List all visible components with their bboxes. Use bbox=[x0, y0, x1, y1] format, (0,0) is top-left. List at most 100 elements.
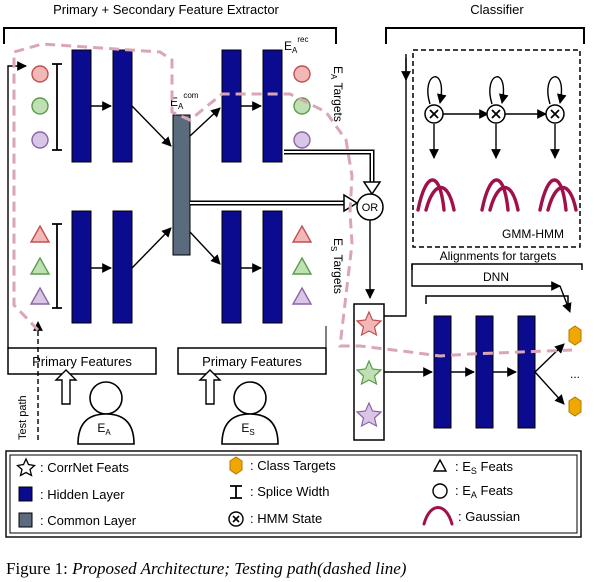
splice-bracket bbox=[52, 223, 62, 309]
primary-features-label-1: Primary Features bbox=[32, 354, 132, 369]
star-corrnet-icon bbox=[16, 457, 36, 477]
alignments-target-arrow bbox=[559, 285, 572, 313]
hidden-layer bbox=[71, 210, 92, 324]
star-corrnet-icon bbox=[355, 310, 383, 337]
legend-corrnet: : CorrNet Feats bbox=[40, 460, 129, 475]
circle-feature-icon bbox=[31, 65, 49, 83]
gaussian-curve-icon bbox=[480, 178, 510, 212]
triangle-feature-icon bbox=[29, 224, 51, 243]
hidden-layer bbox=[71, 49, 92, 163]
hexagon-class-icon bbox=[229, 456, 243, 475]
primary-features-label-2: Primary Features bbox=[202, 354, 302, 369]
triangle-feature-icon bbox=[291, 224, 313, 243]
legend-class-targets: : Class Targets bbox=[250, 458, 336, 473]
hidden-layer bbox=[475, 315, 494, 429]
hidden-layer bbox=[221, 49, 242, 163]
circle-feature-icon bbox=[293, 131, 311, 149]
common-layer bbox=[172, 114, 191, 256]
circle-feature-icon bbox=[432, 483, 448, 499]
gaussian-curve-icon bbox=[416, 178, 446, 212]
legend-splice: : Splice Width bbox=[250, 484, 329, 499]
person-icon bbox=[77, 381, 135, 445]
primary-features-box-2 bbox=[177, 347, 327, 375]
gaussian-curve-icon bbox=[424, 186, 456, 212]
legend-hidden: : Hidden Layer bbox=[40, 487, 125, 502]
legend-hidden-swatch bbox=[18, 486, 33, 502]
primary-features-box-1 bbox=[7, 347, 157, 375]
hexagon-class-icon bbox=[568, 325, 582, 346]
ea-input-group bbox=[31, 63, 62, 151]
dnn-brace bbox=[425, 295, 569, 304]
hmm-state-icon bbox=[545, 104, 565, 124]
triangle-feature-icon bbox=[29, 256, 51, 275]
triangle-feature-icon bbox=[29, 286, 51, 305]
person-icon bbox=[221, 381, 279, 445]
circle-feature-icon bbox=[293, 65, 311, 83]
legend-es-feats: : ES Feats bbox=[455, 459, 514, 476]
extractor-header: Primary + Secondary Feature Extractor bbox=[53, 2, 279, 17]
legend-gaussian: : Gaussian bbox=[458, 509, 520, 524]
gaussian-curve-icon bbox=[538, 178, 568, 212]
hidden-layer bbox=[221, 210, 242, 324]
es-input-group bbox=[29, 223, 62, 309]
up-arrow-icon bbox=[198, 369, 222, 405]
alignments-label: Alignments for targets bbox=[440, 249, 557, 263]
circle-feature-icon bbox=[31, 97, 49, 115]
hidden-layer bbox=[262, 49, 283, 163]
targets-ellipsis: ... bbox=[570, 367, 580, 381]
dnn-label: DNN bbox=[483, 270, 509, 284]
ea-com-label: EAcom bbox=[170, 91, 199, 111]
gmm-hmm-label: GMM-HMM bbox=[502, 227, 564, 241]
triangle-feature-icon bbox=[291, 286, 313, 305]
gaussian-curve-icon bbox=[546, 186, 578, 212]
circle-feature-icon bbox=[31, 131, 49, 149]
gmm-hmm-box bbox=[412, 49, 581, 248]
ea-targets-label: EA Targets bbox=[329, 66, 345, 122]
double-arrow-top bbox=[284, 149, 382, 196]
legend-common: : Common Layer bbox=[40, 513, 137, 528]
hidden-layer bbox=[112, 210, 133, 324]
or-label: OR bbox=[362, 202, 379, 214]
test-path-label: Test path bbox=[17, 395, 29, 440]
es-targets-label: ES Targets bbox=[329, 238, 345, 294]
gaussian-curve-icon bbox=[488, 186, 520, 212]
testing-path-dashed bbox=[12, 42, 573, 358]
hidden-layer bbox=[433, 315, 452, 429]
hmm-state-icon bbox=[228, 511, 244, 527]
hmm-state-icon bbox=[486, 104, 506, 124]
star-corrnet-icon bbox=[355, 401, 383, 428]
legend-hmm-state: : HMM State bbox=[250, 511, 322, 526]
hmm-state-icon bbox=[424, 104, 444, 124]
splice-icon bbox=[230, 485, 242, 499]
up-arrow-icon bbox=[54, 369, 78, 405]
dnn-arrows bbox=[384, 343, 565, 405]
speaker-s-label: ES bbox=[241, 421, 254, 437]
gaussian-mixtures bbox=[416, 178, 578, 212]
ea-rec-label: EArec bbox=[284, 35, 308, 55]
hidden-layer bbox=[517, 315, 536, 429]
gaussian-curve-icon bbox=[422, 506, 454, 526]
figure-caption: Figure 1: Proposed Architecture; Testing… bbox=[6, 559, 407, 578]
legend-inner-box bbox=[9, 454, 578, 534]
hexagon-class-icon bbox=[568, 396, 582, 417]
classifier-header: Classifier bbox=[470, 2, 524, 17]
double-arrow-mid bbox=[190, 193, 359, 213]
speaker-a-label: EA bbox=[97, 421, 111, 437]
triangle-feature-icon bbox=[291, 256, 313, 275]
legend-common-swatch bbox=[18, 512, 33, 528]
corrnet-to-classifier-line bbox=[384, 54, 407, 317]
triangle-feature-icon bbox=[432, 458, 448, 472]
hmm-chain bbox=[424, 76, 567, 159]
alignments-arrow bbox=[411, 264, 561, 291]
primary-to-ea-arrow bbox=[7, 61, 27, 348]
splice-bracket bbox=[52, 63, 62, 151]
legend-ea-feats: : EA Feats bbox=[455, 483, 514, 500]
extractor-brace bbox=[3, 27, 337, 44]
star-corrnet-icon bbox=[355, 359, 383, 386]
extractor-arrows bbox=[91, 101, 262, 273]
hidden-layer bbox=[112, 49, 133, 163]
hidden-layer bbox=[262, 210, 283, 324]
legend-box bbox=[5, 450, 582, 538]
classifier-brace bbox=[385, 27, 585, 44]
